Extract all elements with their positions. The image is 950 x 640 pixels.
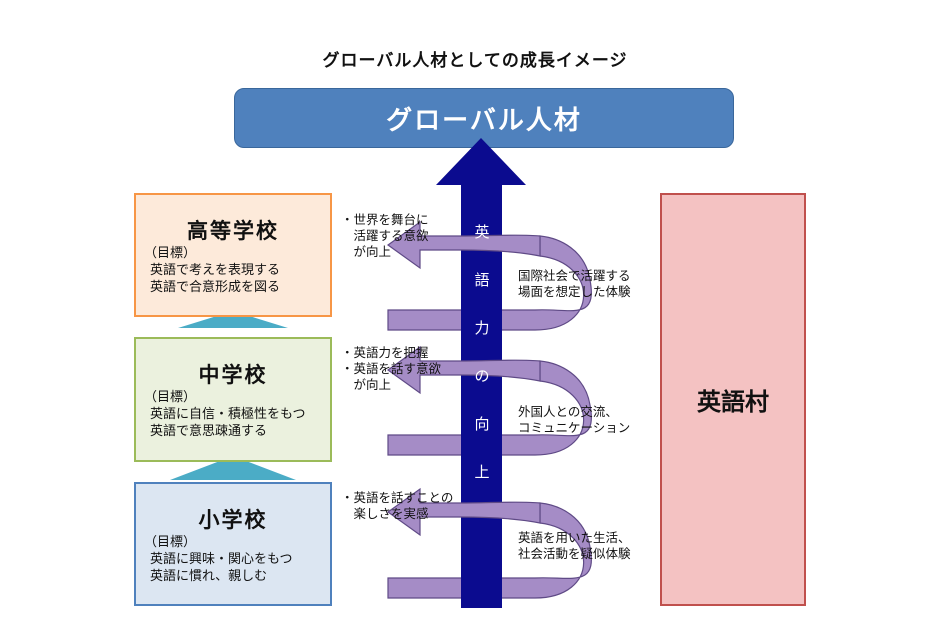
goal-label: （目標） [144,246,197,261]
vertical-char: の [474,367,490,385]
triangle-middle [170,456,296,480]
outcome-elementary: ・英語を話すことの 楽しさを実感 [341,490,453,522]
box-title: 中学校 [198,363,268,387]
goal-label: （目標） [144,390,197,405]
note-line: ・英語を話す意欲 [341,361,442,376]
goal-list: （目標） 英語で考えを表現する 英語で合意形成を図る [144,245,280,296]
elementary-school-box: 小学校 （目標） 英語に興味・関心をもつ 英語に慣れ、親しむ [134,482,332,606]
note-line: 社会活動を疑似体験 [518,546,631,561]
vertical-char: 英 [474,223,490,241]
experience-middle: 外国人との交流、 コミュニケーション [518,404,630,436]
note-line: 国際社会で活躍する [518,268,631,283]
goal-item: 英語で意思疎通する [150,424,268,439]
goal-list: （目標） 英語に興味・関心をもつ 英語に慣れ、親しむ [144,534,292,585]
experience-high: 国際社会で活躍する 場面を想定した体験 [518,268,631,300]
note-line: が向上 [341,377,392,392]
goal-item: 英語で考えを表現する [150,263,281,278]
note-line: コミュニケーション [518,420,631,435]
box-title: 小学校 [198,508,268,532]
note-line: が向上 [341,244,392,259]
experience-elementary: 英語を用いた生活、 社会活動を疑似体験 [518,530,631,562]
box-title: 高等学校 [187,219,279,243]
spiral-arrow-middle [386,345,541,395]
vertical-label: 英 語 力 の 向 上 [471,208,493,496]
vertical-char: 語 [474,271,490,289]
note-line: 楽しさを実感 [341,506,429,521]
goal-item: 英語で合意形成を図る [150,280,281,295]
goal-item: 英語に慣れ、親しむ [150,569,268,584]
outcome-high: ・世界を舞台に 活躍する意欲 が向上 [341,212,429,260]
note-line: 活躍する意欲 [341,228,429,243]
note-line: ・英語力を把握 [341,345,429,360]
note-line: ・英語を話すことの [341,490,454,505]
vertical-char: 力 [474,319,490,337]
spiral-arrow-elementary [386,487,541,537]
vertical-char: 上 [474,463,490,481]
middle-school-box: 中学校 （目標） 英語に自信・積極性をもつ 英語で意思疎通する [134,337,332,462]
note-line: ・世界を舞台に [341,212,429,227]
triangle-high [178,311,288,328]
english-village-box: 英語村 [660,193,806,606]
vertical-char: 向 [474,415,490,433]
goal-label: （目標） [144,535,197,550]
goal-item: 英語に興味・関心をもつ [150,552,293,567]
note-line: 外国人との交流、 [518,404,618,419]
goal-item: 英語に自信・積極性をもつ [150,407,306,422]
spiral-arrow-high [386,220,541,270]
diagram-title: グローバル人材としての成長イメージ [322,51,628,71]
outcome-middle: ・英語力を把握 ・英語を話す意欲 が向上 [341,345,441,393]
note-line: 英語を用いた生活、 [518,530,631,545]
goal-list: （目標） 英語に自信・積極性をもつ 英語で意思疎通する [144,389,305,440]
note-line: 場面を想定した体験 [518,284,631,299]
high-school-box: 高等学校 （目標） 英語で考えを表現する 英語で合意形成を図る [134,193,332,317]
